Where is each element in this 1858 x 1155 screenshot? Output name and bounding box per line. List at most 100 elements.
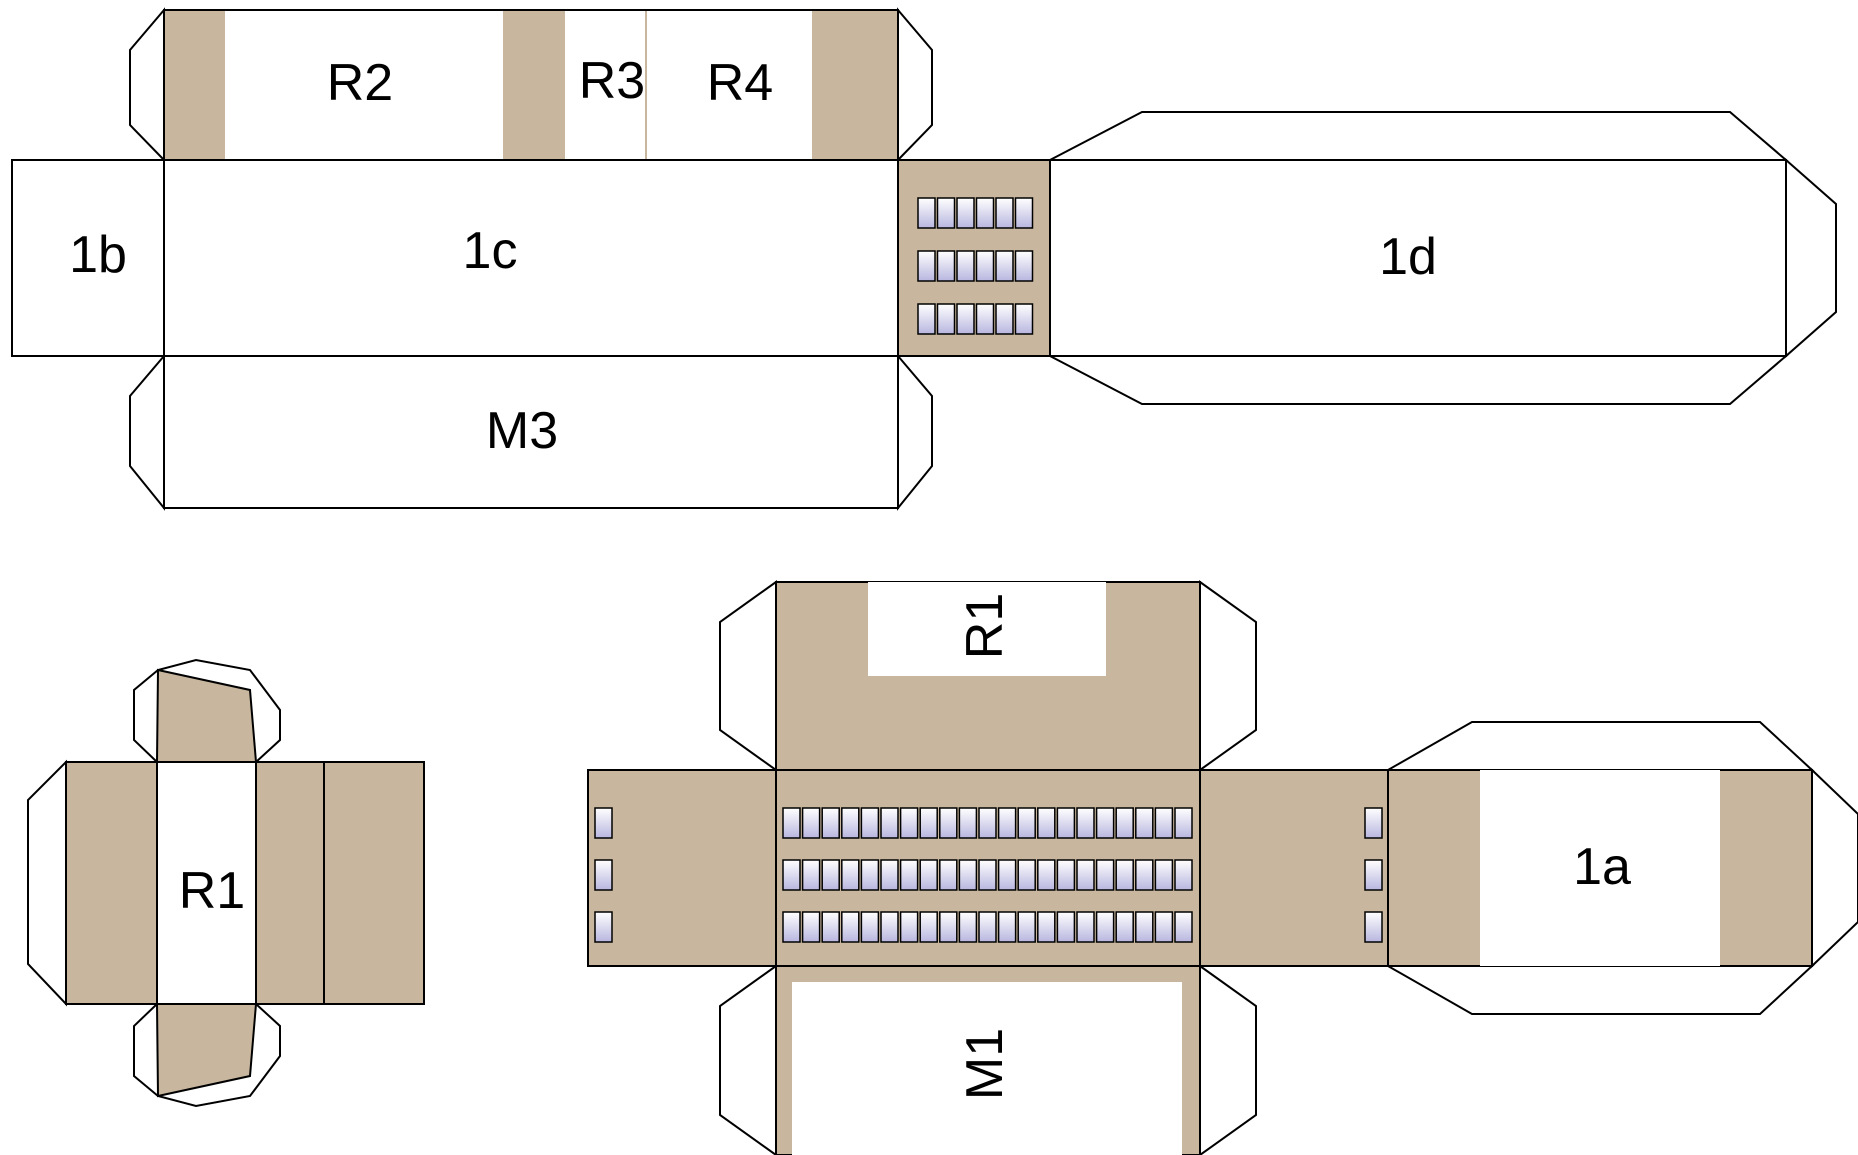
lower-right-end	[1199, 769, 1389, 967]
window	[939, 911, 958, 943]
m3-right-flap	[897, 353, 933, 511]
window	[899, 911, 919, 943]
window	[1135, 911, 1154, 943]
window	[801, 807, 821, 839]
panel-m3	[163, 355, 899, 509]
window	[841, 859, 860, 891]
small-panel-r1	[156, 761, 257, 1005]
m3-left-flap	[129, 353, 165, 511]
window	[1174, 911, 1193, 943]
window	[1115, 911, 1134, 943]
window	[978, 807, 997, 839]
window	[997, 807, 1017, 839]
window	[936, 197, 956, 229]
window	[1174, 859, 1193, 891]
window	[801, 911, 821, 943]
window	[939, 807, 958, 839]
window	[1056, 807, 1076, 839]
window	[899, 807, 919, 839]
window	[1076, 911, 1095, 943]
window	[1014, 250, 1034, 282]
panel-1c	[163, 159, 899, 357]
small-panel-tan-right	[323, 761, 425, 1005]
window	[1115, 807, 1134, 839]
window	[1154, 807, 1174, 839]
label-r3: R3	[579, 52, 645, 110]
window	[1014, 197, 1034, 229]
window	[1017, 859, 1036, 891]
window	[801, 859, 821, 891]
window	[841, 807, 860, 839]
window	[917, 303, 936, 335]
window	[975, 250, 995, 282]
window	[975, 303, 995, 335]
labels: R2 R3 R4 1b 1c 1d M3 R1 R1 1a M1	[69, 52, 1631, 1100]
window	[860, 859, 880, 891]
window	[1174, 807, 1193, 839]
window	[995, 197, 1014, 229]
window	[1095, 807, 1115, 839]
window	[1364, 911, 1383, 943]
window	[1115, 859, 1134, 891]
window	[594, 859, 613, 891]
window	[1014, 303, 1034, 335]
window	[1135, 807, 1154, 839]
window	[860, 911, 880, 943]
window	[936, 250, 956, 282]
window	[956, 303, 975, 335]
roof-tan-band-1	[164, 10, 225, 160]
window	[782, 807, 801, 839]
window	[997, 911, 1017, 943]
window	[1017, 911, 1036, 943]
window	[594, 807, 613, 839]
panel-1a-top-tab	[1384, 721, 1815, 771]
lower-left-end	[587, 769, 777, 967]
window	[1154, 859, 1174, 891]
panel-1a-bottom-tab	[1384, 965, 1815, 1015]
window	[1095, 911, 1115, 943]
window	[956, 250, 975, 282]
label-1d: 1d	[1379, 228, 1437, 286]
window	[880, 807, 899, 839]
r1-big-window	[868, 582, 1106, 676]
label-r4: R4	[707, 54, 773, 112]
window	[880, 859, 899, 891]
roof-tan-band-3	[812, 10, 898, 160]
window	[880, 911, 899, 943]
window	[860, 807, 880, 839]
small-panel-tan-left	[65, 761, 158, 1005]
window	[995, 303, 1014, 335]
lower-net-windows	[594, 807, 1383, 943]
label-m3: M3	[486, 402, 558, 460]
m1-right-flap	[1199, 964, 1257, 1155]
window	[1037, 911, 1056, 943]
r1-left-flap	[719, 580, 777, 772]
window	[936, 303, 956, 335]
window	[917, 197, 936, 229]
label-1c: 1c	[463, 222, 518, 280]
window	[1154, 911, 1174, 943]
window	[917, 250, 936, 282]
window	[958, 911, 978, 943]
window	[919, 807, 938, 839]
roof-right-flap	[897, 7, 933, 163]
window	[1135, 859, 1154, 891]
window	[1095, 859, 1115, 891]
window	[1037, 859, 1056, 891]
window	[899, 859, 919, 891]
label-m1: M1	[956, 1028, 1014, 1100]
label-r1-small: R1	[179, 862, 245, 920]
window	[939, 859, 958, 891]
window	[978, 859, 997, 891]
label-r2: R2	[327, 54, 393, 112]
window	[821, 911, 840, 943]
m1-window	[792, 982, 1182, 1155]
window	[978, 911, 997, 943]
window	[995, 250, 1014, 282]
window	[958, 859, 978, 891]
window	[919, 911, 938, 943]
panel-1d	[1049, 159, 1787, 357]
window	[919, 859, 938, 891]
small-panel-tan-mid	[255, 761, 325, 1005]
